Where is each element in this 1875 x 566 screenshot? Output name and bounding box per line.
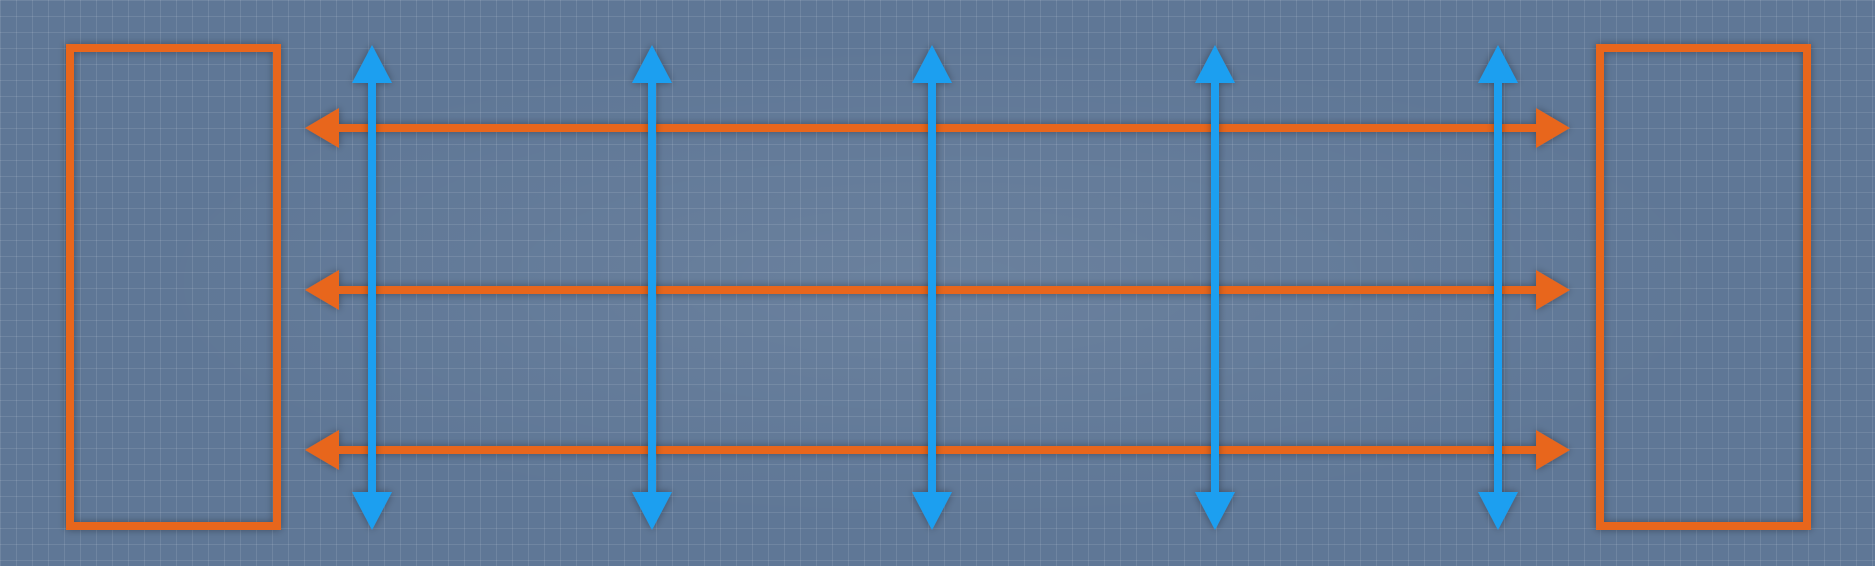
- vertical-arrow-col-3: [912, 45, 952, 530]
- horizontal-arrow-row-1: [305, 108, 1570, 148]
- horizontal-arrows-layer: [305, 108, 1570, 470]
- vertical-arrows-layer: [352, 45, 1518, 530]
- containers-layer: [66, 44, 1811, 530]
- vertical-arrow-col-2: [632, 45, 672, 530]
- vertical-arrow-col-4: [1195, 45, 1235, 530]
- vertical-arrow-col-5: [1478, 45, 1518, 530]
- left-box-container: [66, 44, 281, 530]
- right-box-container: [1596, 44, 1811, 530]
- vertical-arrow-col-1: [352, 45, 392, 530]
- horizontal-arrow-row-3: [305, 430, 1570, 470]
- horizontal-arrow-row-2: [305, 270, 1570, 310]
